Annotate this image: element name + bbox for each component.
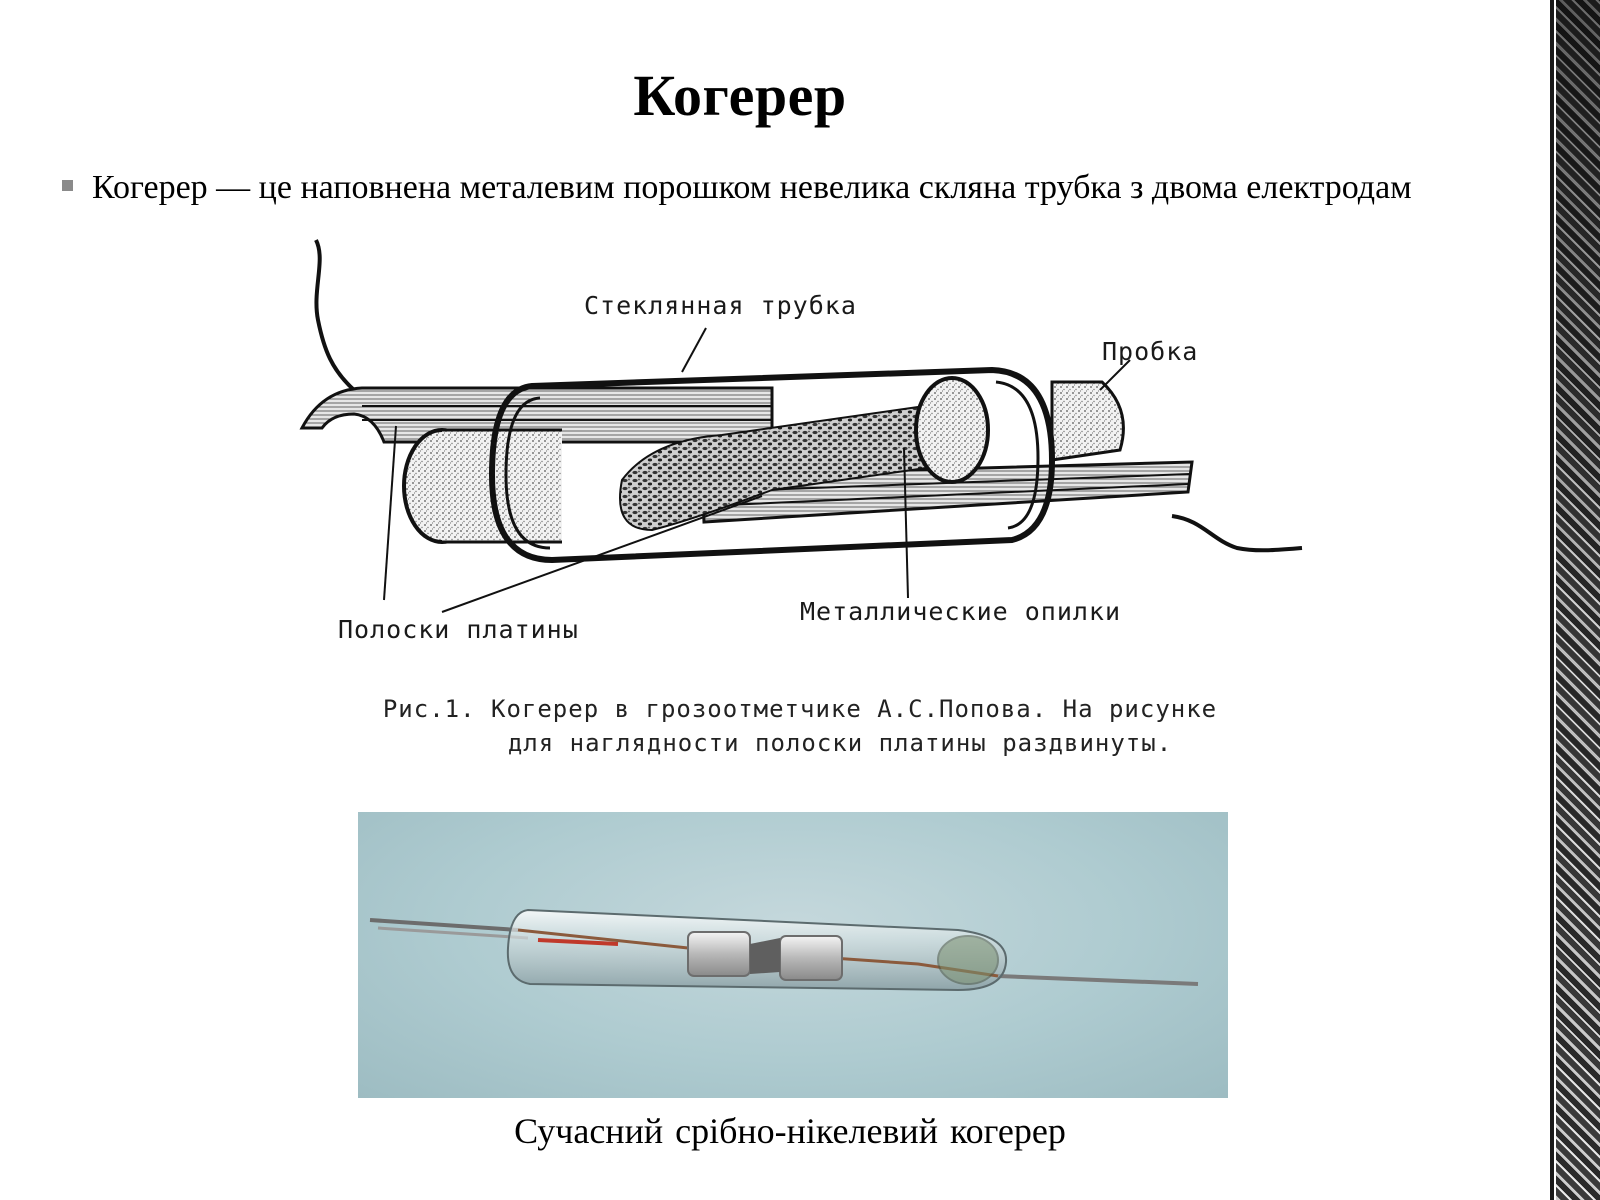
slide-title: Когерер <box>633 63 847 128</box>
right-wire <box>1171 514 1303 553</box>
figure-caption-line1: Рис.1. Когерер в грозоотметчике А.С.Попо… <box>382 695 1218 723</box>
figure-caption: Рис.1. Когерер в грозоотметчике А.С.Попо… <box>300 692 1300 760</box>
leader-filings <box>903 447 909 599</box>
bullet-text: Когерер — це наповнена металевим порошко… <box>92 169 1412 206</box>
label-plug: Пробка <box>1102 337 1198 366</box>
upper-platinum-strip <box>299 386 774 444</box>
label-glass-tube: Стеклянная трубка <box>584 291 857 320</box>
decorative-edge-shade <box>1556 0 1600 1200</box>
figure-caption-line2: для наглядности полоски платины раздвину… <box>507 729 1173 757</box>
coherer-photo <box>358 812 1228 1098</box>
leader-glass-tube <box>681 327 707 373</box>
leader-strip-2 <box>441 495 763 613</box>
glass-tube <box>488 366 1056 564</box>
label-platinum-strips: Полоски платины <box>338 615 579 644</box>
coherer-photo-drawing <box>369 908 1199 992</box>
slide: Когерер Когерер — це наповнена металевим… <box>62 63 1412 1151</box>
leader-strip-1 <box>383 425 397 601</box>
bullet-marker-icon <box>62 180 73 191</box>
photo-caption: Сучасний срібно-нікелевий когерер <box>514 1111 1066 1151</box>
label-metal-filings: Металлические опилки <box>800 597 1121 626</box>
leader-plug <box>1099 359 1131 391</box>
coherer-diagram: Стеклянная трубка Пробка Полоски платины… <box>299 239 1303 644</box>
right-plug <box>1050 380 1125 462</box>
left-wire <box>314 239 356 392</box>
